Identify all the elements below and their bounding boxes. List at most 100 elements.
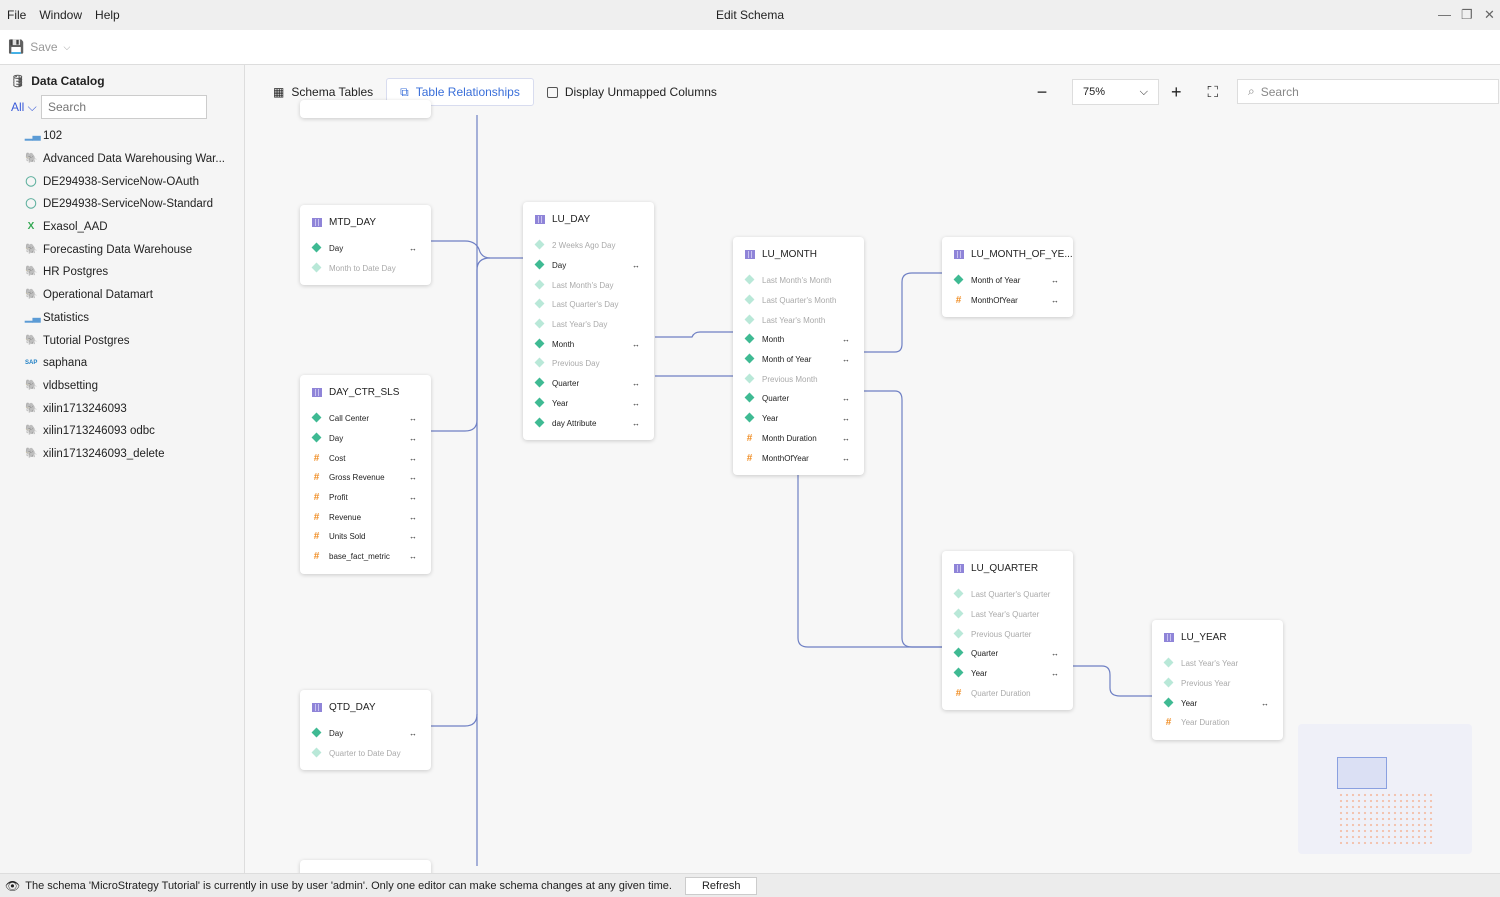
menu-file[interactable]: File	[7, 8, 27, 22]
link-icon[interactable]: ↔	[842, 394, 850, 404]
link-icon[interactable]: ↔	[409, 532, 417, 542]
table-header[interactable]: LU_MONTH_OF_YE...	[942, 237, 1073, 271]
table-column-row[interactable]: #Profit↔	[300, 488, 431, 508]
link-icon[interactable]: ↔	[1261, 698, 1269, 708]
table-card[interactable]: LU_MONTH_OF_YE...Month of Year↔#MonthOfY…	[942, 237, 1073, 318]
link-icon[interactable]: ↔	[632, 339, 640, 349]
table-column-row[interactable]: Last Year's Day	[523, 315, 654, 335]
table-column-row[interactable]: Last Quarter's Quarter	[942, 585, 1073, 605]
table-column-row[interactable]: Quarter to Date Day	[300, 744, 431, 764]
link-icon[interactable]: ↔	[409, 512, 417, 522]
link-icon[interactable]: ↔	[632, 261, 640, 271]
minimap[interactable]	[1298, 724, 1472, 854]
menu-window[interactable]: Window	[39, 8, 83, 22]
table-column-row[interactable]: Year↔	[1152, 693, 1283, 713]
minimap-viewport[interactable]	[1337, 757, 1387, 789]
catalog-item[interactable]: 🐘Tutorial Postgres	[25, 329, 225, 352]
catalog-item[interactable]: 🐘xilin1713246093 odbc	[25, 420, 225, 443]
link-icon[interactable]: ↔	[409, 729, 417, 739]
minimize-icon[interactable]: —	[1438, 7, 1451, 22]
table-column-row[interactable]: Year↔	[523, 394, 654, 414]
table-column-row[interactable]: Previous Quarter	[942, 624, 1073, 644]
table-column-row[interactable]: Last Quarter's Month	[733, 291, 864, 311]
link-icon[interactable]: ↔	[842, 433, 850, 443]
link-icon[interactable]: ↔	[1051, 649, 1059, 659]
table-column-row[interactable]: Previous Month	[733, 369, 864, 389]
table-column-row[interactable]: Quarter↔	[733, 389, 864, 409]
table-column-row[interactable]: Quarter↔	[942, 644, 1073, 664]
table-column-row[interactable]: Month of Year↔	[733, 350, 864, 370]
link-icon[interactable]: ↔	[409, 473, 417, 483]
link-icon[interactable]: ↔	[1051, 276, 1059, 286]
link-icon[interactable]: ↔	[842, 335, 850, 345]
table-column-row[interactable]: Month to Date Day	[300, 259, 431, 279]
table-column-row[interactable]: #MonthOfYear↔	[733, 448, 864, 468]
refresh-button[interactable]: Refresh	[684, 876, 758, 895]
table-column-row[interactable]: Previous Day	[523, 354, 654, 374]
table-column-row[interactable]: Last Quarter's Day	[523, 295, 654, 315]
table-header[interactable]: DAY_CTR_SLS	[300, 375, 431, 409]
link-icon[interactable]: ↔	[1051, 296, 1059, 306]
zoom-out-button[interactable]: −	[1036, 81, 1048, 102]
menu-help[interactable]: Help	[95, 8, 120, 22]
save-button[interactable]: Save	[30, 40, 58, 54]
catalog-item[interactable]: ◯DE294938-ServiceNow-Standard	[25, 193, 225, 216]
table-column-row[interactable]: Month↔	[733, 330, 864, 350]
table-column-row[interactable]: Day↔	[523, 256, 654, 276]
link-icon[interactable]: ↔	[409, 414, 417, 424]
table-column-row[interactable]: Previous Year	[1152, 674, 1283, 694]
table-header[interactable]: LU_MONTH	[733, 237, 864, 271]
table-column-row[interactable]: #Month Duration↔	[733, 429, 864, 449]
table-header[interactable]: LU_YEAR	[1152, 620, 1283, 654]
catalog-item[interactable]: 🐘xilin1713246093	[25, 397, 225, 420]
catalog-item[interactable]: ◯DE294938-ServiceNow-OAuth	[25, 170, 225, 193]
table-column-row[interactable]: #base_fact_metric↔	[300, 547, 431, 567]
restore-icon[interactable]: ❐	[1461, 7, 1473, 22]
table-column-row[interactable]: Day↔	[300, 239, 431, 259]
table-column-row[interactable]: Last Month's Month	[733, 271, 864, 291]
table-column-row[interactable]: Quarter↔	[523, 374, 654, 394]
table-column-row[interactable]: Day↔	[300, 429, 431, 449]
table-column-row[interactable]: Month of Year↔	[942, 271, 1073, 291]
tab-table-relationships[interactable]: ⧉Table Relationships	[386, 78, 534, 106]
display-unmapped-checkbox[interactable]: Display Unmapped Columns	[534, 78, 730, 106]
catalog-item[interactable]: 🐘vldbsetting	[25, 375, 225, 398]
table-column-row[interactable]: Last Year's Year	[1152, 654, 1283, 674]
table-header[interactable]: LU_QUARTER	[942, 551, 1073, 585]
link-icon[interactable]: ↔	[409, 493, 417, 503]
canvas-search-input[interactable]: ⌕Search	[1237, 79, 1499, 104]
table-column-row[interactable]: Month↔	[523, 334, 654, 354]
link-icon[interactable]: ↔	[632, 379, 640, 389]
table-column-row[interactable]: Call Center↔	[300, 409, 431, 429]
table-column-row[interactable]: 2 Weeks Ago Day	[523, 236, 654, 256]
fit-layout-icon[interactable]: ⛶	[1207, 83, 1219, 101]
catalog-item[interactable]: 🐘Operational Datamart	[25, 284, 225, 307]
link-icon[interactable]: ↔	[842, 414, 850, 424]
chevron-down-icon[interactable]: ⌵	[63, 41, 71, 52]
table-header[interactable]: LU_DAY	[523, 202, 654, 236]
link-icon[interactable]: ↔	[632, 398, 640, 408]
table-column-row[interactable]: #Year Duration	[1152, 713, 1283, 733]
link-icon[interactable]: ↔	[632, 418, 640, 428]
table-column-row[interactable]: #Units Sold↔	[300, 527, 431, 547]
tab-schema-tables[interactable]: ▦Schema Tables	[273, 85, 374, 99]
catalog-item[interactable]: ▁▃102	[25, 125, 225, 148]
link-icon[interactable]: ↔	[409, 552, 417, 562]
table-column-row[interactable]: #Cost↔	[300, 448, 431, 468]
link-icon[interactable]: ↔	[842, 453, 850, 463]
link-icon[interactable]: ↔	[409, 244, 417, 254]
table-column-row[interactable]: Last Month's Day	[523, 275, 654, 295]
table-column-row[interactable]: Last Year's Month	[733, 310, 864, 330]
table-header[interactable]: MTD_DAY	[300, 205, 431, 239]
link-icon[interactable]: ↔	[1051, 669, 1059, 679]
link-icon[interactable]: ↔	[842, 355, 850, 365]
catalog-item[interactable]: 🐘HR Postgres	[25, 261, 225, 284]
table-column-row[interactable]: #Quarter Duration	[942, 683, 1073, 703]
